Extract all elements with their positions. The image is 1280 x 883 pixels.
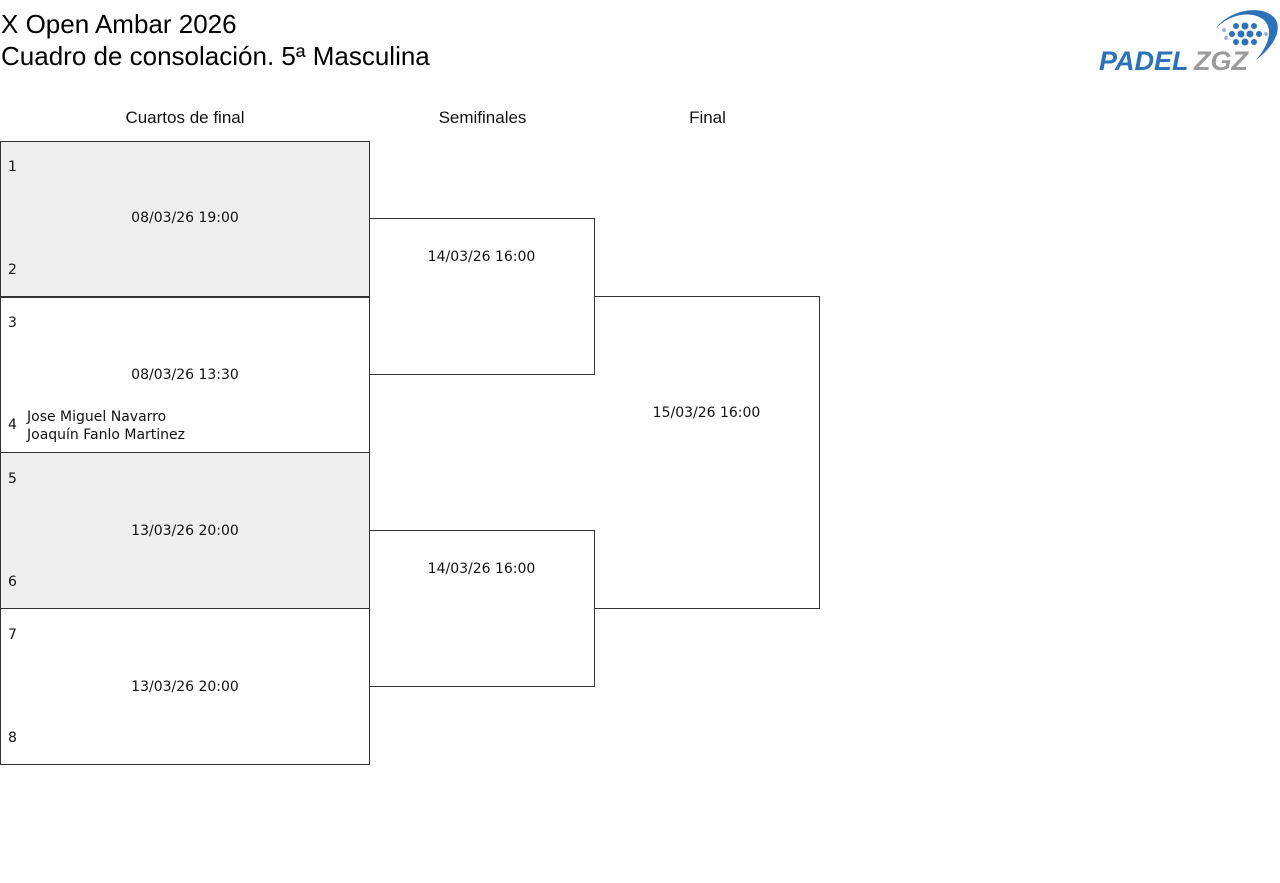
- seed-number: 8: [8, 730, 17, 746]
- logo-text-padel: PADEL: [1099, 46, 1189, 76]
- quarterfinal-match-2[interactable]: 3 08/03/26 13:30 4 Jose Miguel Navarro J…: [0, 296, 370, 453]
- quarterfinal-match-1[interactable]: 1 08/03/26 19:00 2: [0, 141, 370, 298]
- player-name: Joaquín Fanlo Martinez: [27, 427, 185, 443]
- logo-text-zgz: ZGZ: [1193, 46, 1249, 76]
- match-date: 13/03/26 20:00: [131, 679, 239, 695]
- match-date: 14/03/26 16:00: [427, 249, 536, 265]
- seed-number: 5: [8, 471, 17, 487]
- seed-number: 6: [8, 574, 17, 590]
- round-header-quarterfinals: Cuartos de final: [125, 108, 245, 127]
- seed-number: 7: [8, 627, 17, 643]
- team-players: Jose Miguel Navarro Joaquín Fanlo Martin…: [27, 408, 185, 444]
- round-header-semifinals: Semifinales: [438, 108, 527, 127]
- match-date: 08/03/26 19:00: [131, 210, 239, 226]
- semifinal-match-1[interactable]: 14/03/26 16:00: [369, 218, 595, 375]
- round-header-final: Final: [689, 108, 726, 127]
- match-date: 14/03/26 16:00: [427, 561, 536, 577]
- seed-number: 1: [8, 159, 17, 175]
- final-match[interactable]: 15/03/26 16:00: [594, 296, 820, 609]
- quarterfinal-match-3[interactable]: 5 13/03/26 20:00 6: [0, 452, 370, 609]
- seed-number: 2: [8, 262, 17, 278]
- match-date: 13/03/26 20:00: [131, 523, 239, 539]
- tournament-title: X Open Ambar 2026: [1, 9, 237, 39]
- player-name: Jose Miguel Navarro: [27, 409, 167, 425]
- seed-number: 4: [8, 417, 17, 433]
- match-date: 15/03/26 16:00: [652, 405, 761, 421]
- padelzgz-logo: PADEL ZGZ: [1096, 6, 1280, 76]
- draw-title: Cuadro de consolación. 5ª Masculina: [1, 41, 430, 71]
- quarterfinal-match-4[interactable]: 7 13/03/26 20:00 8: [0, 608, 370, 765]
- semifinal-match-2[interactable]: 14/03/26 16:00: [369, 530, 595, 687]
- match-date: 08/03/26 13:30: [131, 367, 239, 383]
- seed-number: 3: [8, 315, 17, 331]
